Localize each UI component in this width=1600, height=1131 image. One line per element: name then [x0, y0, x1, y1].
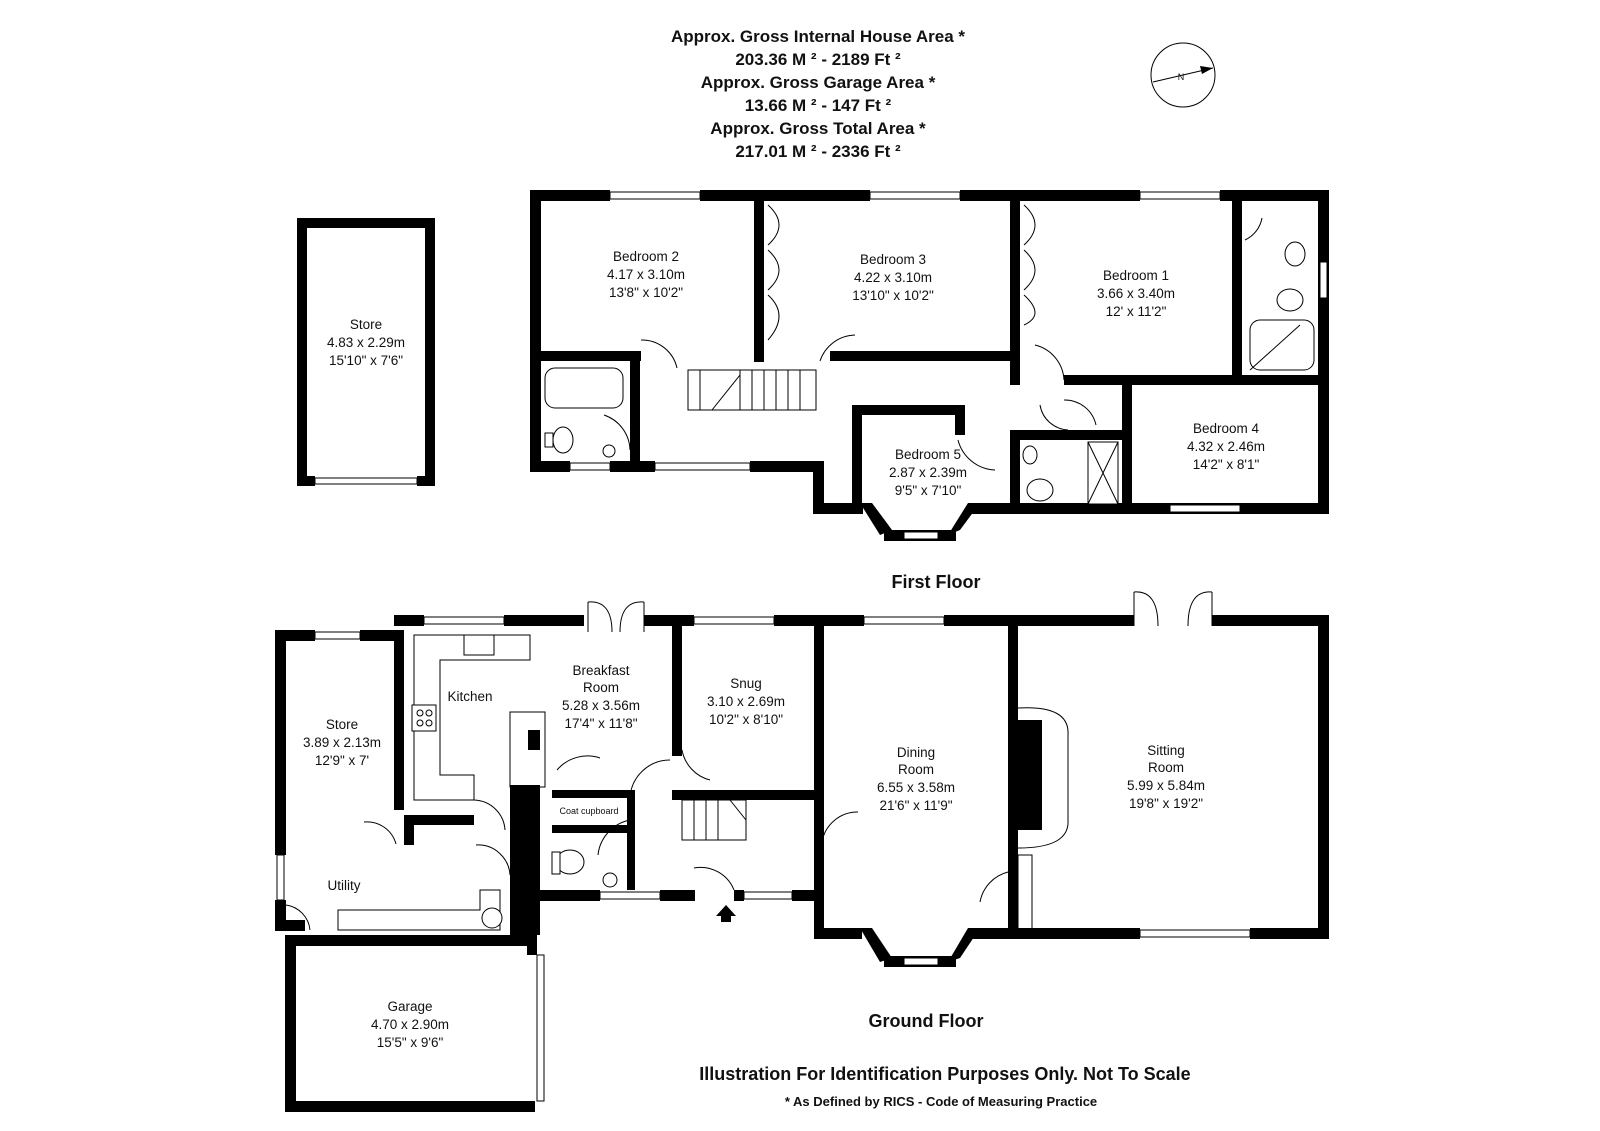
room-name: Garage	[387, 999, 432, 1014]
room-name: Bedroom 2	[613, 249, 679, 264]
room-name-line1: Sitting	[1147, 743, 1185, 758]
room-utility: Utility	[328, 878, 361, 893]
room-imperial: 15'10" x 7'6"	[329, 353, 403, 368]
room-name-line2: Room	[583, 680, 619, 695]
room-metric: 3.66 x 3.40m	[1097, 286, 1175, 301]
room-imperial: 12' x 11'2"	[1106, 304, 1167, 319]
ground-floor-walls	[275, 615, 1329, 1112]
room-snug: Snug 3.10 x 2.69m 10'2" x 8'10"	[707, 676, 785, 727]
room-name-line2: Room	[1148, 760, 1184, 775]
room-name-line1: Dining	[897, 745, 935, 760]
room-metric: 5.28 x 3.56m	[562, 698, 640, 713]
first-floor-fixtures	[544, 204, 1315, 505]
area-house-label: Approx. Gross Internal House Area *	[671, 27, 965, 46]
compass-icon: N	[1150, 42, 1216, 108]
first-floor-walls	[530, 190, 1329, 541]
room-metric: 4.83 x 2.29m	[327, 335, 405, 350]
room-breakfast: Breakfast Room 5.28 x 3.56m 17'4" x 11'8…	[562, 663, 640, 731]
room-name: Store	[350, 317, 382, 332]
ground-floor-label: Ground Floor	[869, 1011, 984, 1031]
room-metric: 3.10 x 2.69m	[707, 694, 785, 709]
room-bedroom-5: Bedroom 5 2.87 x 2.39m 9'5" x 7'10"	[889, 447, 967, 498]
room-name: Bedroom 5	[895, 447, 961, 462]
room-metric: 3.89 x 2.13m	[303, 735, 381, 750]
room-bedroom-3: Bedroom 3 4.22 x 3.10m 13'10" x 10'2"	[852, 252, 934, 303]
room-imperial: 21'6" x 11'9"	[879, 798, 952, 813]
room-garage: Garage 4.70 x 2.90m 15'5" x 9'6"	[371, 999, 449, 1050]
room-name: Store	[326, 717, 358, 732]
rics-note: * As Defined by RICS - Code of Measuring…	[785, 1094, 1097, 1109]
room-name: Bedroom 3	[860, 252, 926, 267]
room-metric: 6.55 x 3.58m	[877, 780, 955, 795]
room-metric: 4.70 x 2.90m	[371, 1017, 449, 1032]
area-summary: Approx. Gross Internal House Area * 203.…	[671, 27, 965, 161]
room-imperial: 17'4" x 11'8"	[564, 716, 637, 731]
area-total-label: Approx. Gross Total Area *	[710, 119, 926, 138]
room-imperial: 14'2" x 8'1"	[1193, 457, 1260, 472]
room-name: Snug	[730, 676, 762, 691]
room-name: Bedroom 1	[1103, 268, 1169, 283]
room-imperial: 13'10" x 10'2"	[852, 288, 934, 303]
room-metric: 5.99 x 5.84m	[1127, 778, 1205, 793]
room-sitting: Sitting Room 5.99 x 5.84m 19'8" x 19'2"	[1127, 743, 1205, 811]
room-store-ground: Store 3.89 x 2.13m 12'9" x 7'	[303, 717, 381, 768]
room-dining: Dining Room 6.55 x 3.58m 21'6" x 11'9"	[877, 745, 955, 813]
room-name: Bedroom 4	[1193, 421, 1260, 436]
room-metric: 2.87 x 2.39m	[889, 465, 967, 480]
room-kitchen: Kitchen	[447, 689, 492, 704]
room-bedroom-1: Bedroom 1 3.66 x 3.40m 12' x 11'2"	[1097, 268, 1175, 319]
room-bedroom-2: Bedroom 2 4.17 x 3.10m 13'8" x 10'2"	[607, 249, 685, 300]
room-coat-cupboard: Coat cupboard	[559, 806, 618, 816]
room-imperial: 13'8" x 10'2"	[609, 285, 683, 300]
room-imperial: 19'8" x 19'2"	[1129, 796, 1203, 811]
first-floor-label: First Floor	[892, 572, 981, 592]
disclaimer-text: Illustration For Identification Purposes…	[699, 1064, 1190, 1084]
room-name: Coat cupboard	[559, 806, 618, 816]
room-metric: 4.32 x 2.46m	[1187, 439, 1265, 454]
room-name-line1: Breakfast	[572, 663, 629, 678]
room-store-outbuilding: Store 4.83 x 2.29m 15'10" x 7'6"	[327, 317, 405, 368]
room-name-line2: Room	[898, 762, 934, 777]
area-garage-label: Approx. Gross Garage Area *	[701, 73, 936, 92]
area-total-value: 217.01 M ² - 2336 Ft ²	[735, 142, 901, 161]
compass-label: N	[1178, 72, 1185, 82]
room-name: Utility	[328, 878, 361, 893]
room-imperial: 12'9" x 7'	[315, 753, 369, 768]
room-metric: 4.17 x 3.10m	[607, 267, 685, 282]
room-bedroom-4: Bedroom 4 4.32 x 2.46m 14'2" x 8'1"	[1187, 421, 1265, 472]
area-garage-value: 13.66 M ² - 147 Ft ²	[745, 96, 892, 115]
outbuilding-store	[297, 218, 435, 486]
area-house-value: 203.36 M ² - 2189 Ft ²	[735, 50, 901, 69]
room-imperial: 15'5" x 9'6"	[377, 1035, 444, 1050]
room-imperial: 9'5" x 7'10"	[895, 483, 962, 498]
room-name: Kitchen	[447, 689, 492, 704]
room-metric: 4.22 x 3.10m	[854, 270, 932, 285]
room-imperial: 10'2" x 8'10"	[709, 712, 783, 727]
ground-floor-fixtures	[285, 591, 1213, 931]
